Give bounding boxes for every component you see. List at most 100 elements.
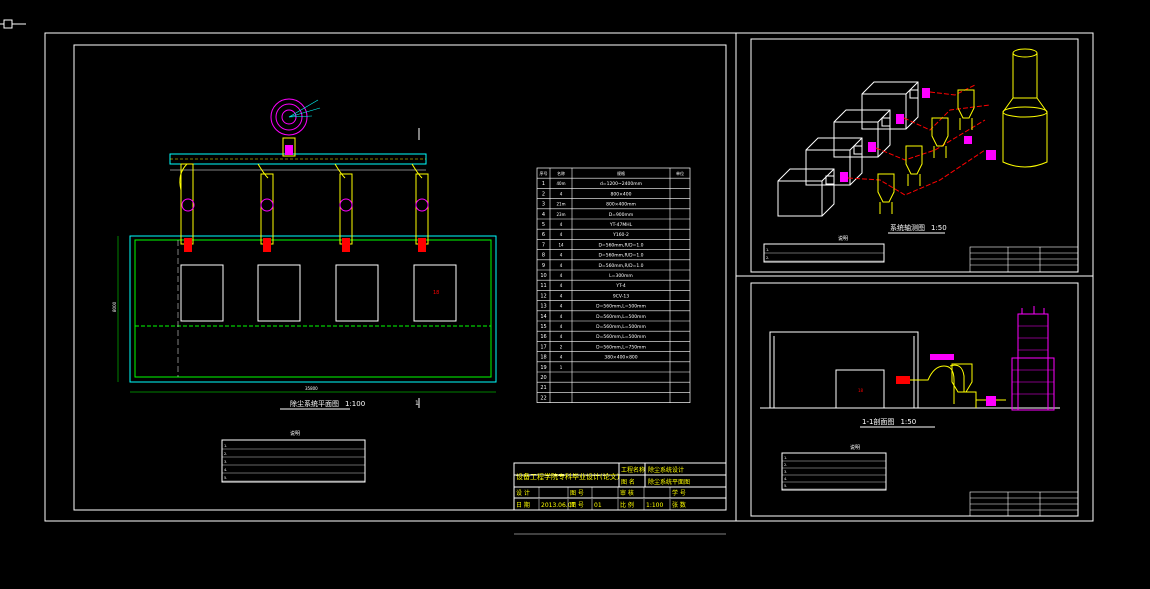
note-item: 2.	[784, 463, 787, 467]
table-cell-qty: 23m	[557, 212, 566, 217]
plan-section-mark: 1	[415, 400, 419, 407]
table-cell-qty: 4	[560, 304, 563, 309]
table-cell-qty: 40m	[557, 181, 566, 186]
section-stack-brick	[1012, 325, 1054, 395]
branch-duct-1	[179, 163, 195, 252]
plan-dim-left: 8000	[112, 301, 117, 312]
title-block-cell: 2013.06.07	[541, 502, 576, 509]
table-cell-qty: 2	[560, 344, 563, 349]
table-cell-spec: d=1200~2400mm	[600, 181, 642, 187]
section-frame	[750, 282, 1079, 517]
table-header-cell: 规格	[617, 170, 625, 176]
axon-title-block	[969, 246, 1079, 273]
table-cell-no: 18	[540, 355, 546, 361]
title-block-project-label: 工程名称	[621, 466, 645, 474]
title-block-cell: 张 数	[672, 501, 686, 509]
table-cell-qty: 4	[560, 191, 563, 196]
table-cell-no: 1	[542, 181, 545, 187]
table-cell-qty: 4	[560, 314, 563, 319]
table-cell-no: 6	[542, 232, 545, 238]
table-cell-no: 5	[542, 222, 545, 228]
axon-machine-2	[805, 137, 863, 186]
table-cell-spec: D=560mm,L=500mm	[596, 334, 646, 340]
table-cell-spec: D=560mm,R/D=1.0	[598, 242, 643, 248]
svg-text:18: 18	[433, 290, 439, 296]
axon-machine-3	[833, 109, 891, 158]
branch-valve-3	[339, 198, 353, 212]
table-cell-no: 16	[540, 334, 546, 340]
branch-valve-4	[415, 198, 429, 212]
table-cell-spec: 800×400mm	[606, 202, 636, 208]
table-cell-qty: 4	[560, 222, 563, 227]
axon-duct-network	[847, 84, 991, 196]
note-item: 4.	[784, 477, 787, 481]
section-title-block	[969, 491, 1079, 517]
axon-machine-4	[861, 81, 919, 130]
table-cell-spec: D=560mm,L=500mm	[596, 324, 646, 330]
title-block-cell: 图 号	[570, 490, 584, 497]
table-cell-no: 12	[540, 293, 546, 299]
table-cell-qty: 4	[560, 263, 563, 268]
table-cell-qty: 4	[560, 334, 563, 339]
plan-notes-title: 说明	[290, 430, 300, 437]
title-block-cell: 学 号	[672, 489, 686, 497]
axon-notes-title: 说明	[838, 235, 848, 242]
table-cell-qty: 4	[560, 355, 563, 360]
table-cell-no: 7	[542, 242, 545, 248]
title-block-project-name: 除尘系统设计	[648, 466, 684, 474]
note-item: 3.	[224, 460, 227, 464]
branch-duct-4	[411, 163, 429, 252]
table-cell-spec: 380×400×800	[604, 355, 637, 361]
note-item: 3.	[784, 470, 787, 474]
table-cell-no: 3	[542, 202, 545, 208]
title-block-cell: 01	[594, 502, 602, 509]
table-header-cell: 单位	[676, 170, 684, 176]
table-cell-no: 13	[540, 304, 546, 310]
svg-text:18: 18	[858, 388, 864, 393]
branch-fan-3	[342, 238, 350, 252]
table-cell-qty: 4	[560, 293, 563, 298]
table-cell-spec: D=560mm,L=750mm	[596, 344, 646, 350]
branch-duct-3	[334, 163, 353, 252]
table-cell-spec: L=300mm	[609, 273, 633, 279]
machine-3	[335, 264, 379, 322]
building-wall-outer	[129, 235, 497, 383]
table-cell-spec: D=560mm,L=500mm	[596, 314, 646, 320]
title-block: 设备工程学院专科毕业设计(论文) 工程名称 除尘系统设计 图 名 除尘系统平面图…	[513, 462, 727, 535]
title-block-drawing-label: 图 名	[621, 478, 635, 486]
axon-stack	[1002, 48, 1048, 168]
title-block-org: 设备工程学院专科毕业设计(论文)	[516, 472, 620, 481]
axon-machine-1	[777, 168, 835, 217]
table-cell-no: 14	[540, 314, 546, 320]
note-item: 4.	[224, 468, 227, 472]
branch-valve-2	[260, 198, 274, 212]
axon-cyclones	[877, 89, 975, 214]
note-item: 1.	[224, 444, 227, 448]
note-item: 1.	[784, 456, 787, 460]
table-cell-no: 8	[542, 253, 545, 259]
branch-fan-2	[263, 238, 271, 252]
table-cell-no: 22	[540, 395, 546, 401]
machine-1	[180, 264, 224, 322]
table-cell-no: 19	[540, 365, 546, 371]
table-cell-spec: YT-47MHL	[609, 222, 633, 228]
table-cell-spec: Y160-2	[612, 232, 629, 238]
table-cell-no: 9	[542, 263, 545, 269]
title-block-drawing-name: 除尘系统平面图	[648, 478, 690, 486]
axon-frame	[750, 38, 1079, 273]
note-item: 5.	[224, 476, 227, 480]
table-cell-spec: D=900mm	[609, 212, 634, 218]
table-cell-qty: 4	[560, 283, 563, 288]
section-machine	[835, 369, 885, 409]
plan-view: 1 18	[112, 98, 497, 410]
outer-frame	[44, 32, 1094, 522]
note-item: 5.	[784, 484, 787, 488]
branch-fan-1	[184, 238, 192, 252]
table-cell-qty: 21m	[557, 202, 566, 207]
table-cell-qty: 4	[560, 232, 563, 237]
stack-plan-symbol	[270, 98, 321, 136]
title-block-cell: 审 核	[620, 489, 634, 497]
